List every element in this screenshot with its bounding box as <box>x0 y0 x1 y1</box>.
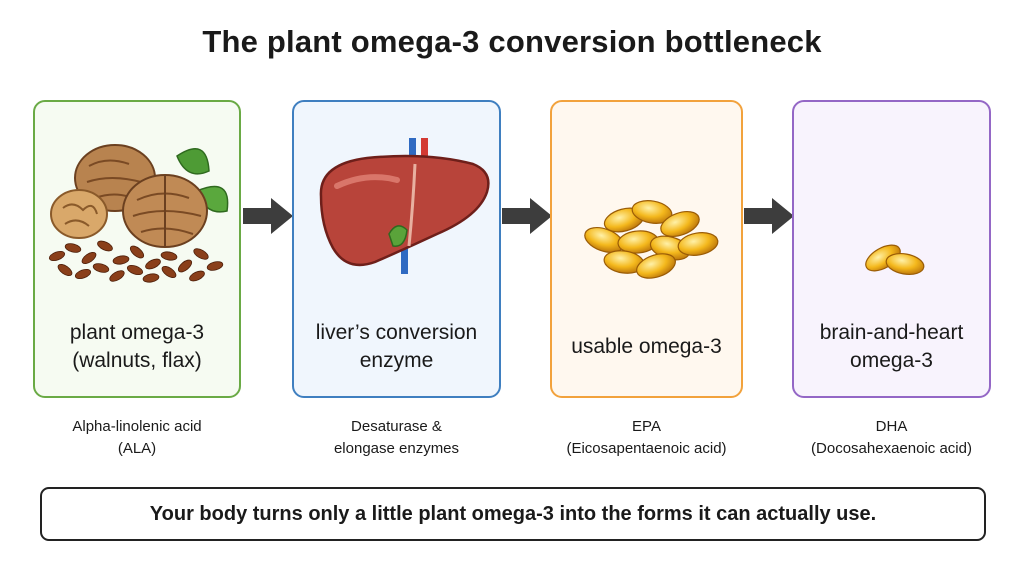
stage-card-ala: plant omega-3 (walnuts, flax) <box>33 100 241 398</box>
stage-sublabel-epa: EPA (Eicosapentaenoic acid) <box>566 418 727 457</box>
stage-label: plant omega-3 (walnuts, flax) <box>69 321 205 372</box>
small-softgel-capsules-icon <box>794 116 989 286</box>
stage-card-liver-enzyme: liver’s conversion enzyme <box>292 100 501 398</box>
stage-label: usable omega-3 <box>571 335 722 358</box>
stage-sublabel-dha: DHA (Docosahexaenoic acid) <box>811 418 972 457</box>
softgel-capsules-icon <box>552 116 741 286</box>
walnuts-flaxseed-icon <box>35 116 239 286</box>
flow-arrow-icon <box>241 196 295 241</box>
stage-sublabel-ala: Alpha-linolenic acid (ALA) <box>72 418 202 457</box>
summary-caption-text: Your body turns only a little plant omeg… <box>149 502 877 525</box>
liver-icon <box>294 116 499 286</box>
stage-card-epa: usable omega-3 <box>550 100 743 398</box>
stage-label: brain-and-heart omega-3 <box>819 321 964 372</box>
stage-sublabel-enzymes: Desaturase & elongase enzymes <box>333 418 460 457</box>
summary-caption-box: Your body turns only a little plant omeg… <box>40 487 986 541</box>
flow-arrow-icon <box>500 196 554 241</box>
flow-arrow-icon <box>742 196 796 241</box>
stage-card-dha: brain-and-heart omega-3 <box>792 100 991 398</box>
stage-label: liver’s conversion enzyme <box>315 321 478 372</box>
diagram-title: The plant omega-3 conversion bottleneck <box>202 24 822 59</box>
